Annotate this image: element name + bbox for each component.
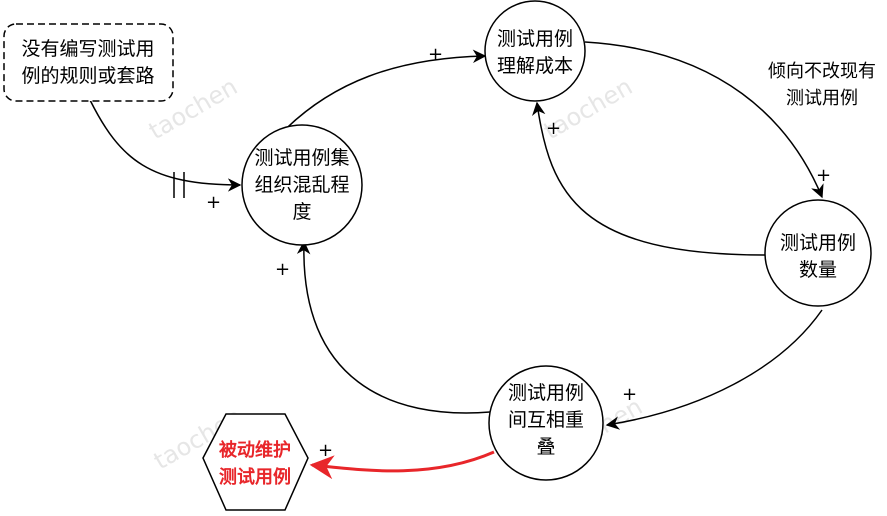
polarity-count-overlap: + bbox=[622, 384, 637, 405]
polarity-overlap-chaos: + bbox=[275, 259, 290, 280]
node-understand-cost-line-1: 测试用例 bbox=[497, 28, 573, 50]
node-chaos-circle bbox=[241, 124, 363, 246]
edge-count-to-overlap bbox=[605, 309, 823, 430]
node-overlap-line-3: 叠 bbox=[536, 436, 555, 458]
node-understand-cost-circle bbox=[484, 0, 586, 102]
node-no-rules-line-1: 没有编写测试用 bbox=[21, 38, 154, 60]
polarity-no-rules-chaos: + bbox=[206, 192, 221, 213]
polarity-understand-count: + bbox=[816, 165, 831, 186]
node-chaos: 测试用例集 组织混乱程 度 bbox=[241, 124, 363, 246]
polarity-overlap-passive: + bbox=[318, 440, 333, 461]
node-no-rules: 没有编写测试用 例的规则或套路 bbox=[3, 23, 174, 102]
edge-label-tendency: 倾向不改现有 测试用例 bbox=[768, 61, 876, 109]
node-understand-cost-line-2: 理解成本 bbox=[497, 55, 573, 77]
edges bbox=[89, 41, 824, 480]
node-count: 测试用例 数量 bbox=[764, 199, 872, 307]
polarity-chaos-understand: + bbox=[428, 44, 443, 65]
node-chaos-line-1: 测试用例集 bbox=[254, 147, 349, 169]
edge-label-line-1: 倾向不改现有 bbox=[768, 61, 876, 82]
node-chaos-line-2: 组织混乱程 bbox=[254, 174, 349, 196]
node-overlap: 测试用例 间互相重 叠 bbox=[488, 365, 604, 481]
edge-label-line-2: 测试用例 bbox=[786, 88, 858, 109]
edge-no-rules-to-chaos bbox=[89, 99, 242, 192]
polarity-count-understand: + bbox=[546, 118, 561, 139]
node-count-circle bbox=[764, 199, 872, 307]
edge-understand-cost-to-count bbox=[584, 41, 824, 199]
node-passive-maintain-line-2: 测试用例 bbox=[219, 466, 291, 487]
node-passive-maintain-line-1: 被动维护 bbox=[219, 439, 291, 460]
node-count-line-1: 测试用例 bbox=[780, 232, 856, 254]
node-no-rules-line-2: 例的规则或套路 bbox=[21, 65, 154, 87]
node-understand-cost: 测试用例 理解成本 bbox=[484, 0, 586, 102]
node-passive-maintain-hexagon bbox=[202, 413, 309, 511]
polarity-marks: + + + + + + + bbox=[206, 44, 831, 461]
node-overlap-line-1: 测试用例 bbox=[508, 382, 584, 404]
node-count-line-2: 数量 bbox=[799, 259, 837, 281]
edge-chaos-to-understand-cost bbox=[274, 49, 487, 141]
node-no-rules-box bbox=[3, 23, 174, 102]
edge-overlap-to-chaos bbox=[296, 240, 491, 414]
edge-overlap-to-passive-maintain bbox=[309, 450, 495, 480]
edge-count-to-understand-cost bbox=[532, 101, 766, 256]
node-overlap-line-2: 间互相重 bbox=[508, 409, 584, 431]
node-passive-maintain: 被动维护 测试用例 bbox=[202, 413, 309, 511]
node-overlap-circle bbox=[488, 365, 604, 481]
node-chaos-line-3: 度 bbox=[292, 201, 311, 223]
